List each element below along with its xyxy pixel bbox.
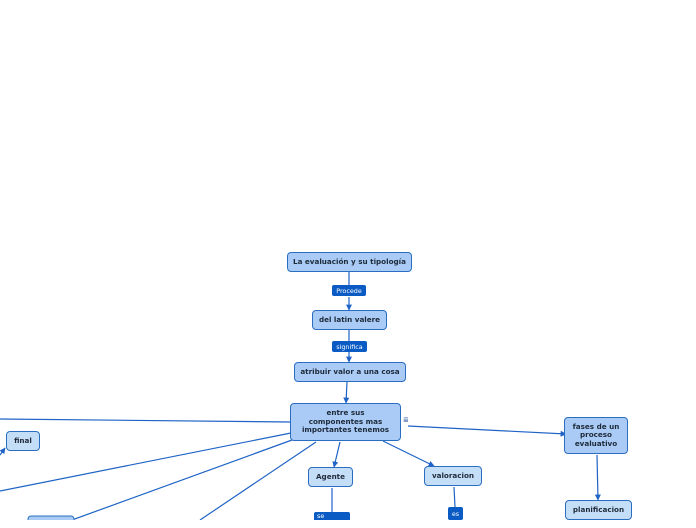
connector-componentes-left-1 [0, 432, 292, 492]
link-label-significa[interactable]: significa [332, 341, 367, 352]
note-icon[interactable]: ≣ [403, 416, 409, 424]
node-definicion[interactable]: atribuir valor a una cosa [294, 362, 406, 382]
node-root[interactable]: La evaluación y su tipología [287, 252, 412, 272]
node-origen[interactable]: del latin valere [312, 310, 387, 330]
connector-componentes-agente [332, 441, 341, 468]
node-agente[interactable]: Agente [308, 467, 353, 487]
offscreen-node-partial [27, 515, 75, 520]
connector-componentes-left-2 [71, 439, 293, 520]
connector-componentes-left-3 [199, 441, 317, 520]
connector-definicion-componentes [343, 381, 350, 404]
node-componentes[interactable]: entre sus componentes mas importantes te… [290, 403, 401, 441]
connector-componentes-fases [407, 425, 567, 437]
node-planificacion[interactable]: planificacion [565, 500, 632, 520]
node-final[interactable]: final [6, 431, 40, 451]
connector-fases-planificacion [594, 454, 601, 501]
connector-valoracion-es [453, 486, 456, 508]
connector-final-arrow [0, 447, 6, 456]
connector-componentes-valoracion [382, 440, 435, 467]
link-label-es[interactable]: es [448, 507, 463, 520]
node-fases[interactable]: fases de un proceso evaluativo [564, 417, 628, 454]
link-label-procede[interactable]: Procede [332, 285, 366, 296]
node-valoracion[interactable]: valoracion [424, 466, 482, 486]
link-label-se-refiere[interactable]: se refiere [314, 512, 350, 528]
connector-componentes-left-top [0, 418, 291, 423]
